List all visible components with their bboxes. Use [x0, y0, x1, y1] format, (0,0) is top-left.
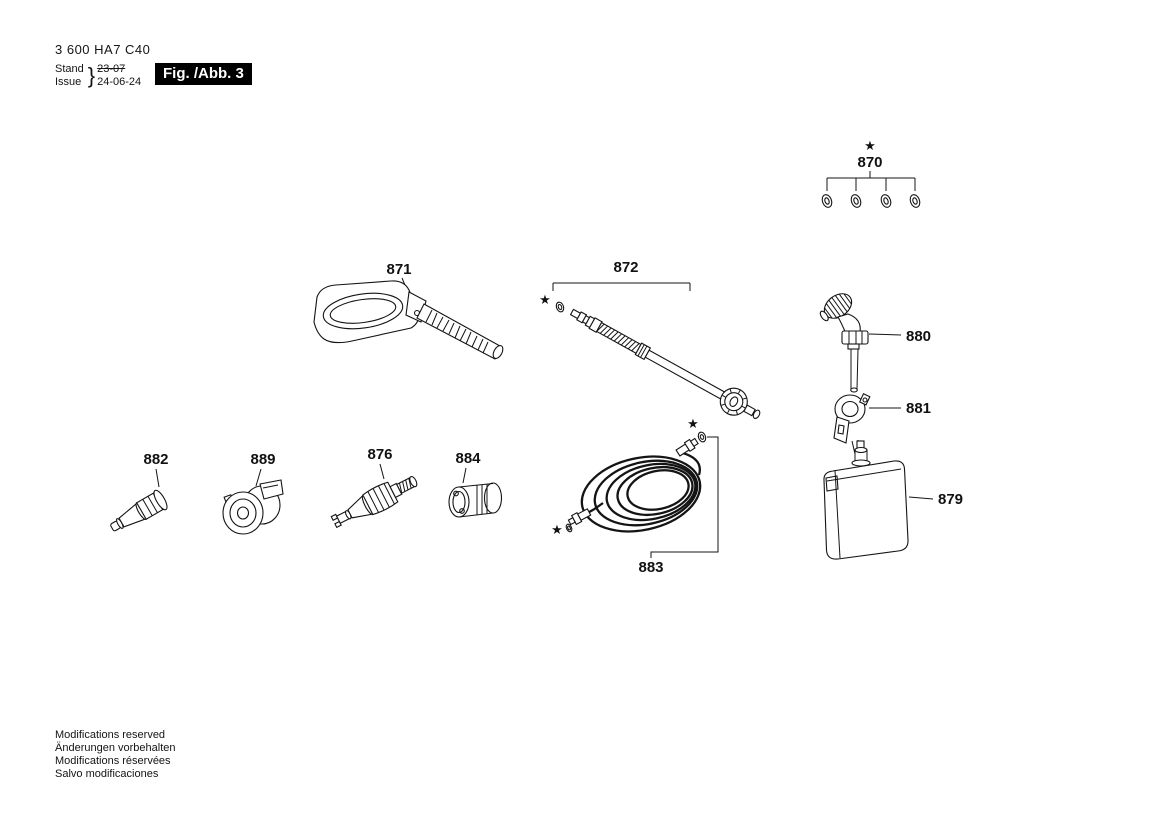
o-ring [565, 523, 573, 533]
legal-notice: Modifications reserved Änderungen vorbeh… [55, 729, 175, 781]
part-880-group: 880 [819, 293, 931, 393]
tank-drawing [823, 440, 909, 560]
star-marker: ★ [539, 293, 551, 308]
connector-drawing [110, 489, 168, 532]
callout-881: 881 [906, 400, 931, 417]
part-883-group: ★ ★ 883 [551, 417, 719, 576]
issue-block: Stand Issue } 23-07 24-06-24 [55, 63, 150, 89]
o-ring [850, 194, 862, 208]
adapter-drawing [448, 482, 503, 518]
issue-label: Issue [55, 76, 82, 88]
callout-882: 882 [143, 451, 168, 468]
star-marker: ★ [551, 523, 563, 538]
o-ring [697, 431, 707, 443]
part-870-group: ★ 870 [821, 139, 921, 208]
spray-gun-drawing [313, 280, 504, 360]
part-871-group: 871 [313, 261, 504, 360]
legal-line-de: Änderungen vorbehalten [55, 742, 176, 754]
part-881-group: 881 [833, 393, 931, 455]
old-issue-date: 23-07 [97, 63, 126, 75]
nozzle-head-drawing [819, 293, 869, 393]
part-872-group: 872 ★ [539, 259, 761, 420]
lance-drawing [569, 308, 761, 420]
new-issue-date: 24-06-24 [97, 76, 142, 88]
legal-line-fr: Modifications réservées [55, 755, 171, 767]
callout-872: 872 [613, 259, 638, 276]
coupler-drawing [222, 479, 284, 535]
stand-label: Stand [55, 63, 84, 75]
part-884-group: 884 [448, 450, 503, 518]
legal-line-es: Salvo modificaciones [55, 768, 159, 780]
star-marker: ★ [687, 417, 699, 432]
header-block: 3 600 HA7 C40 Stand Issue } 23-07 24-06-… [55, 42, 150, 89]
callout-889: 889 [250, 451, 275, 468]
part-879-group: 879 [823, 440, 963, 560]
document-number: 3 600 HA7 C40 [55, 42, 151, 57]
callout-884: 884 [455, 450, 481, 467]
clamp-drawing [833, 393, 871, 455]
star-marker: ★ [864, 139, 876, 154]
callout-870: 870 [857, 154, 882, 171]
part-882-group: 882 [110, 451, 169, 532]
legal-line-en: Modifications reserved [55, 729, 166, 741]
callout-879: 879 [938, 491, 963, 508]
part-889-group: 889 [222, 451, 284, 535]
o-ring [909, 194, 921, 208]
o-ring [821, 194, 833, 208]
hose-coil-drawing [567, 437, 702, 533]
o-ring [555, 301, 565, 313]
callout-871: 871 [386, 261, 411, 278]
callout-883: 883 [638, 559, 663, 576]
o-ring [880, 194, 892, 208]
part-876-group: 876 [330, 446, 418, 529]
brace-glyph: } [87, 63, 96, 88]
nozzle-drawing [330, 475, 418, 529]
figure-label: Fig. /Abb. 3 [155, 63, 252, 85]
callout-876: 876 [367, 446, 392, 463]
callout-880: 880 [906, 328, 931, 345]
